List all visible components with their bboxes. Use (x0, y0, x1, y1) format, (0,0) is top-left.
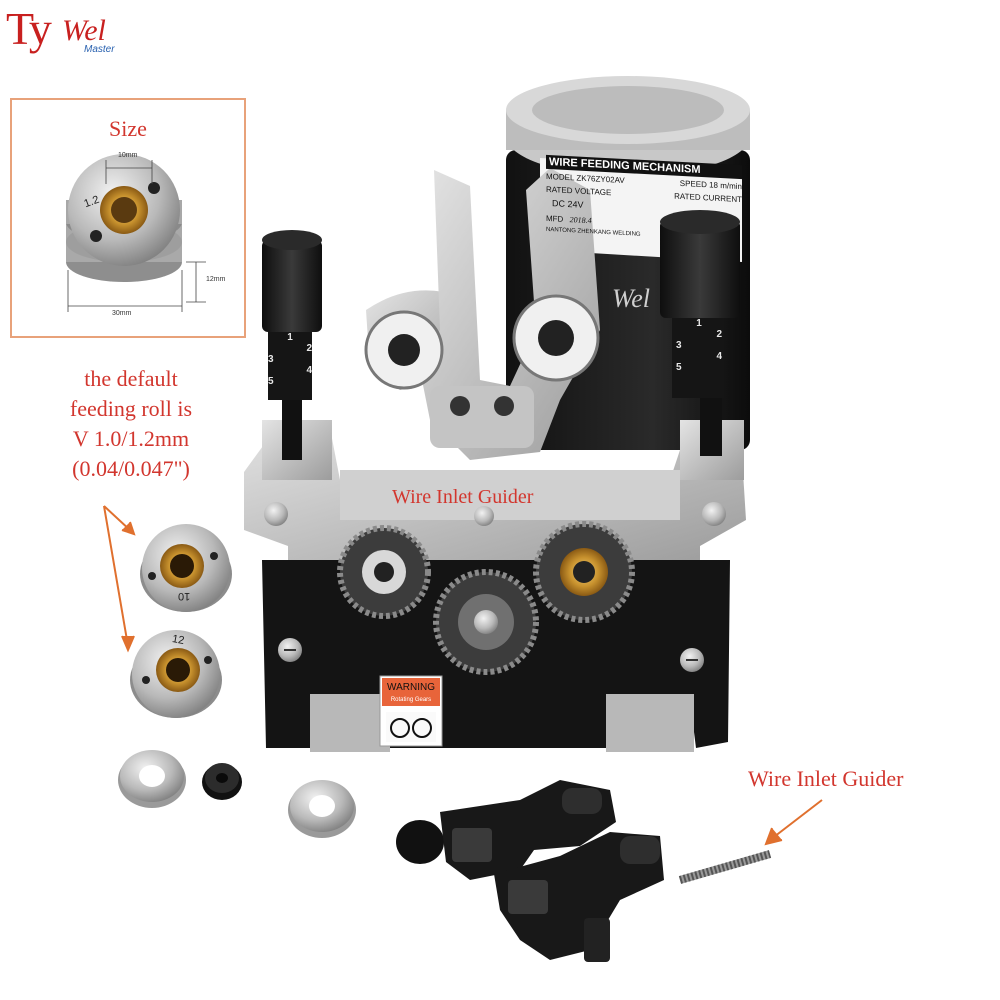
knob-scale-left-4: 4 (306, 365, 312, 376)
washers (118, 750, 356, 838)
knob-scale-right-1: 1 (696, 318, 702, 329)
brand-logo-wel: Wel (62, 14, 106, 47)
knob-scale-right-2: 2 (716, 329, 722, 340)
brand-logo-ty: Ty (6, 3, 52, 54)
motor-rated-current: RATED CURRENT (674, 191, 742, 205)
knob-scale-left-1: 1 (287, 332, 293, 343)
inlet-guider-parts (396, 780, 772, 962)
warning-sign (379, 675, 443, 747)
brand-tagline: Master (84, 44, 115, 55)
drive-housing (244, 168, 746, 560)
dimension-height: 12mm (206, 276, 226, 283)
default-roll-note-line2: feeding roll is (69, 396, 193, 421)
motor-brand: Wel (612, 284, 651, 313)
motor-mfd-label: MFD (546, 213, 564, 224)
size-panel (10, 98, 246, 338)
inlet-guider-label-part: Wire Inlet Guider (748, 766, 904, 791)
motor-rated-voltage: RATED VOLTAGE (546, 184, 612, 198)
knob-scale-right-4: 4 (716, 351, 722, 362)
default-roll-note-line3: V 1.0/1.2mm (72, 426, 190, 451)
knob-scale-right: 1 2 3 4 5 (676, 318, 722, 373)
knob-scale-left-3: 3 (268, 354, 274, 365)
warning-title: WARNING (387, 682, 435, 693)
roll-a-mark: 10 (178, 590, 191, 602)
dimension-diameter: 30mm (112, 310, 132, 317)
default-roll-note-line4: (0.04/0.047") (72, 456, 190, 481)
size-roll-drawing (66, 154, 206, 312)
motor-mfd-value: 2018.4 (569, 215, 592, 226)
knob-scale-left-2: 2 (306, 343, 312, 354)
inlet-part-arrow (764, 799, 823, 846)
default-roll-note-line1: the default (84, 366, 178, 391)
default-roll-note: the default feeding roll is V 1.0/1.2mm … (28, 364, 234, 484)
size-panel-title: Size (109, 116, 147, 141)
motor-nameplate: WIRE FEEDING MECHANISM MODEL ZK76ZY02AV … (546, 154, 742, 257)
knob-scale-right-5: 5 (676, 362, 682, 373)
knob-scale-right-3: 3 (676, 340, 682, 351)
inlet-guider-label-machine: Wire Inlet Guider (392, 486, 534, 508)
knob-scale-left: 1 2 3 4 5 (268, 332, 312, 387)
tension-assembly-left (262, 230, 332, 480)
warning-subtitle: Rotating Gears (390, 697, 432, 703)
feed-roll-10 (140, 524, 232, 612)
tension-assembly-right (660, 210, 744, 480)
feed-roll-12 (130, 630, 222, 718)
motor-model: MODEL ZK76ZY02AV (546, 171, 625, 185)
dimension-width: 10mm (118, 152, 138, 159)
roll-b-mark: 12 (171, 633, 186, 647)
knob-scale-left-5: 5 (268, 376, 274, 387)
motor-speed: SPEED 18 m/min (679, 178, 742, 192)
note-arrows (103, 505, 136, 653)
drive-gears (337, 521, 635, 675)
